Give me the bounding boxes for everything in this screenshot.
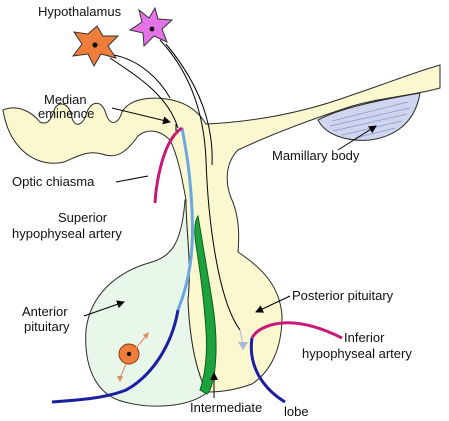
intermediate-lobe-shape xyxy=(194,214,217,395)
portal-vessel xyxy=(176,127,194,311)
cell-arrow-1 xyxy=(135,335,147,349)
superior-artery xyxy=(153,126,183,204)
label-lobe: lobe xyxy=(284,404,309,419)
label-hypothalamus: Hypothalamus xyxy=(38,4,122,19)
axon-1 xyxy=(109,57,179,129)
label-median: Median xyxy=(44,92,87,107)
label-pituitary: pituitary xyxy=(24,319,70,334)
label-anterior: Anterior xyxy=(22,304,68,319)
label-mamillary-body: Mamillary body xyxy=(272,148,360,163)
axon-4 xyxy=(113,54,171,99)
cell-arrowhead-2 xyxy=(117,376,123,382)
label-superior: Superior xyxy=(58,210,108,225)
pointer-mamillary-body xyxy=(337,125,377,151)
pointer-anterior-pituitary xyxy=(83,300,125,317)
axon-2 xyxy=(159,39,241,331)
cell-arrowhead-1 xyxy=(143,332,149,339)
inferior-artery xyxy=(250,321,343,340)
label-eminence: eminence xyxy=(38,106,94,121)
anterior-vein xyxy=(51,309,180,404)
posterior-release-arrowhead xyxy=(238,342,248,350)
label-superior-artery: hypophyseal artery xyxy=(12,226,122,241)
pointer-median-eminence xyxy=(111,107,171,125)
axon-3 xyxy=(165,43,213,166)
label-inferior: Inferior xyxy=(344,330,385,345)
pointer-optic-chiasma xyxy=(115,175,149,183)
label-optic-chiasma: Optic chiasma xyxy=(12,174,95,189)
orange-neuron xyxy=(71,25,120,68)
cell-arrow-2 xyxy=(119,363,127,379)
magenta-neuron xyxy=(128,6,174,48)
cell-nucleus xyxy=(126,351,132,357)
label-intermediate: Intermediate xyxy=(190,400,262,415)
posterior-vein xyxy=(249,337,286,404)
label-posterior-pituitary: Posterior pituitary xyxy=(292,288,394,303)
hypothalamus-tissue xyxy=(2,64,441,393)
pointer-posterior-pituitary xyxy=(255,295,291,313)
label-inferior-artery: hypophyseal artery xyxy=(302,346,412,361)
